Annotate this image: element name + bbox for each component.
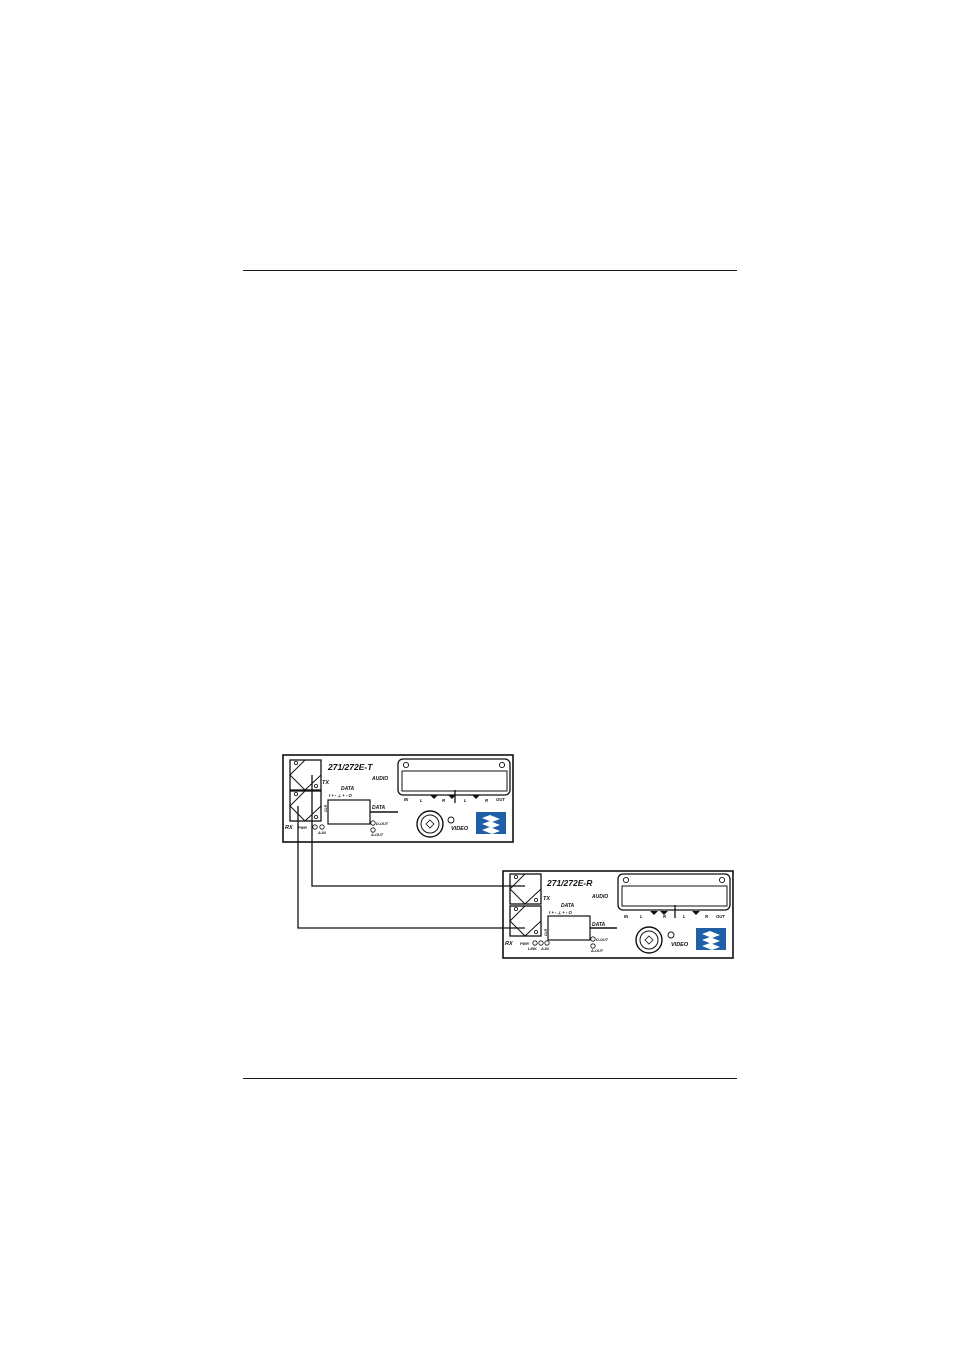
receiver-tx-label: TX bbox=[543, 896, 550, 902]
transmitter-audio-in-label: IN bbox=[404, 797, 409, 802]
transmitter-aout-led bbox=[370, 827, 376, 833]
transmitter-clr-label: CLR bbox=[324, 804, 328, 812]
receiver-rx-connector[interactable] bbox=[509, 905, 542, 937]
transmitter-audio-label: AUDIO bbox=[371, 776, 388, 782]
receiver-logo bbox=[696, 928, 726, 950]
receiver-dout-led bbox=[590, 936, 596, 942]
transmitter-ch-r2-label: R bbox=[485, 798, 488, 803]
receiver-model-label: 271/272E-R bbox=[546, 878, 593, 888]
transmitter-ch-l-label: L bbox=[420, 798, 423, 803]
fiber-rx-to-tx bbox=[297, 806, 525, 929]
transmitter-tx-label: TX bbox=[322, 780, 329, 786]
transmitter-dout-led bbox=[370, 820, 376, 826]
transmitter-ain-label: A-IN bbox=[317, 831, 326, 835]
receiver-ch-r2-label: R bbox=[705, 914, 708, 919]
transmitter-ch-r-label: R bbox=[442, 798, 445, 803]
transmitter-data-side-label: DATA bbox=[372, 805, 386, 811]
receiver-aout-led bbox=[590, 943, 596, 949]
transmitter-data-block bbox=[327, 799, 371, 825]
receiver-data-block bbox=[547, 915, 591, 941]
receiver-ch-r-label: R bbox=[663, 914, 666, 919]
receiver-audio-in-label: IN bbox=[624, 914, 629, 919]
receiver-ain-label: A-IN bbox=[540, 947, 549, 951]
transmitter-audio-out-label: OUT bbox=[496, 797, 505, 802]
transmitter-pwr-led bbox=[312, 824, 318, 830]
transmitter-data-label: DATA bbox=[341, 786, 355, 792]
receiver-tx-connector[interactable] bbox=[509, 873, 542, 905]
receiver-video-led bbox=[667, 931, 675, 939]
transmitter-ain-led bbox=[319, 824, 325, 830]
receiver-ch-l2-label: L bbox=[683, 914, 686, 919]
receiver-aout-label: A-OUT bbox=[590, 949, 604, 953]
transmitter-video-led bbox=[447, 816, 455, 824]
fiber-cables bbox=[297, 775, 525, 929]
transmitter-rx-connector[interactable] bbox=[289, 790, 322, 822]
receiver-video-label: VIDEO bbox=[671, 942, 689, 948]
top-rule bbox=[243, 270, 737, 271]
receiver-lnk-label: LINK bbox=[528, 947, 537, 951]
transmitter-dout-label: D-OUT bbox=[376, 822, 389, 826]
receiver-data-pins: I + - ⊥ + - O bbox=[549, 910, 572, 915]
receiver-dout-label: D-OUT bbox=[596, 938, 609, 942]
fiber-tx-to-rx bbox=[311, 775, 525, 887]
receiver-clr-label: CLR bbox=[544, 928, 548, 936]
transmitter-tx-connector[interactable] bbox=[289, 759, 322, 791]
bottom-rule bbox=[243, 1078, 737, 1079]
receiver-unit: 271/272E-R TX RX AUDIO DATA I + - ⊥ + - … bbox=[502, 870, 734, 959]
transmitter-logo bbox=[476, 812, 506, 834]
receiver-data-side-label: DATA bbox=[592, 922, 606, 928]
receiver-pwr-led bbox=[532, 940, 538, 946]
transmitter-video-label: VIDEO bbox=[451, 826, 469, 832]
transmitter-pwr-label: PWR bbox=[298, 826, 307, 830]
receiver-ain-led bbox=[544, 940, 550, 946]
transmitter-unit: 271/272E-T TX RX AUDIO DATA I + - ⊥ + - … bbox=[282, 754, 514, 843]
transmitter-data-pins: I + - ⊥ + - O bbox=[329, 793, 352, 798]
receiver-audio-label: AUDIO bbox=[591, 894, 608, 900]
transmitter-aout-label: A-OUT bbox=[370, 833, 384, 837]
receiver-data-label: DATA bbox=[561, 903, 575, 909]
receiver-lnk-led bbox=[538, 940, 544, 946]
receiver-audio-out-label: OUT bbox=[716, 914, 725, 919]
receiver-ch-l-label: L bbox=[640, 914, 643, 919]
receiver-pwr-label: PWR bbox=[520, 942, 529, 946]
transmitter-rx-label: RX bbox=[285, 825, 293, 831]
receiver-rx-label: RX bbox=[505, 941, 513, 947]
transmitter-ch-l2-label: L bbox=[464, 798, 467, 803]
transmitter-model-label: 271/272E-T bbox=[327, 762, 373, 772]
